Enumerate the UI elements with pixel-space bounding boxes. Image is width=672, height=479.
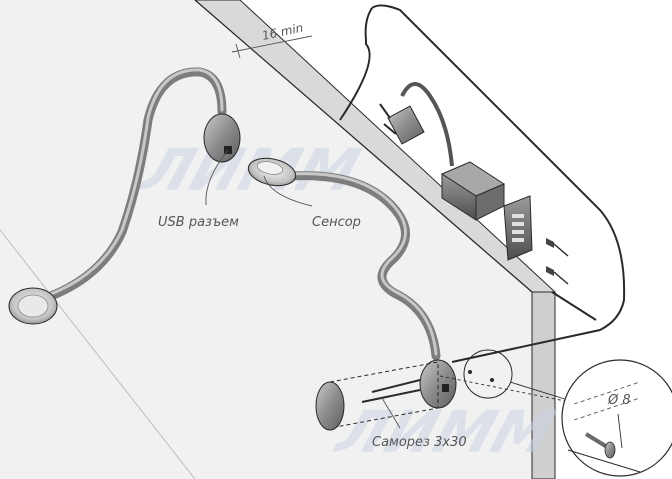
screw-hole-left — [468, 370, 472, 374]
sensor-lens — [256, 161, 284, 175]
usb-leader — [205, 149, 229, 206]
detail-magnified-circle — [561, 359, 672, 477]
detail-callout: Ø 8 — [463, 349, 672, 477]
lamp-left — [8, 67, 241, 325]
plug-body — [387, 105, 425, 145]
plug-pin-bottom — [383, 123, 397, 135]
detail-screw-head — [604, 441, 616, 459]
power-cable — [339, 4, 626, 363]
screw-label: Саморез 3x30 — [372, 435, 467, 450]
screw-hole-right — [490, 378, 494, 382]
connector-upper — [546, 238, 554, 248]
hole-diameter-label: Ø 8 — [607, 393, 631, 408]
screw-leader — [381, 397, 401, 429]
sensor-label: Сенсор — [312, 215, 361, 230]
plug-pin-top — [379, 103, 391, 119]
panel-front-face — [0, 0, 532, 479]
detail-hole-lower — [573, 397, 641, 421]
screw-lower — [361, 389, 421, 403]
lamp-left-gooseneck-highlight — [38, 68, 224, 300]
usb-label: USB разъем — [158, 215, 239, 230]
watermark-logo-lower: ЛИММ — [326, 399, 562, 466]
detail-leader — [509, 381, 569, 401]
hole-dimension-arrow — [617, 413, 623, 449]
lamp-right-port — [442, 384, 449, 392]
cable-to-box — [551, 291, 597, 321]
mount-cylinder-end — [315, 381, 345, 431]
mounting-hardware — [315, 361, 601, 431]
lamp-left-lens — [17, 294, 49, 318]
splitter-front — [503, 195, 533, 261]
lamp-right-gooseneck-highlight — [288, 172, 438, 356]
dimension-extension — [235, 43, 241, 59]
connector-lower — [546, 266, 554, 276]
lamp-left-base — [203, 113, 241, 163]
cable-right-loop — [371, 4, 626, 363]
panel-shadow-line — [0, 229, 196, 479]
detail-source-circle — [463, 349, 513, 399]
splitter-port-3 — [512, 230, 524, 234]
detail-hole-upper — [573, 381, 641, 405]
dimension-line — [231, 35, 313, 53]
lamp-right — [247, 157, 457, 409]
splitter-port-4 — [512, 238, 524, 242]
cable-main — [339, 7, 373, 121]
panel-side-face — [531, 291, 556, 479]
callout-labels: USB разъем Сенсор Саморез 3x30 — [158, 149, 467, 450]
driver-box — [440, 161, 506, 221]
panel-top-edge — [194, 0, 533, 293]
sensor-leader — [263, 175, 313, 207]
detail-panel-edge — [567, 449, 641, 473]
screw-upper — [371, 379, 421, 393]
wall-panel — [0, 0, 557, 479]
splitter-port-1 — [512, 214, 524, 218]
power-plug — [379, 82, 454, 167]
connector-lower-wire — [553, 271, 569, 285]
splitter-block — [503, 195, 569, 285]
plug-cord — [400, 82, 454, 167]
connector-upper-wire — [553, 243, 569, 257]
splitter-port-2 — [512, 222, 524, 226]
